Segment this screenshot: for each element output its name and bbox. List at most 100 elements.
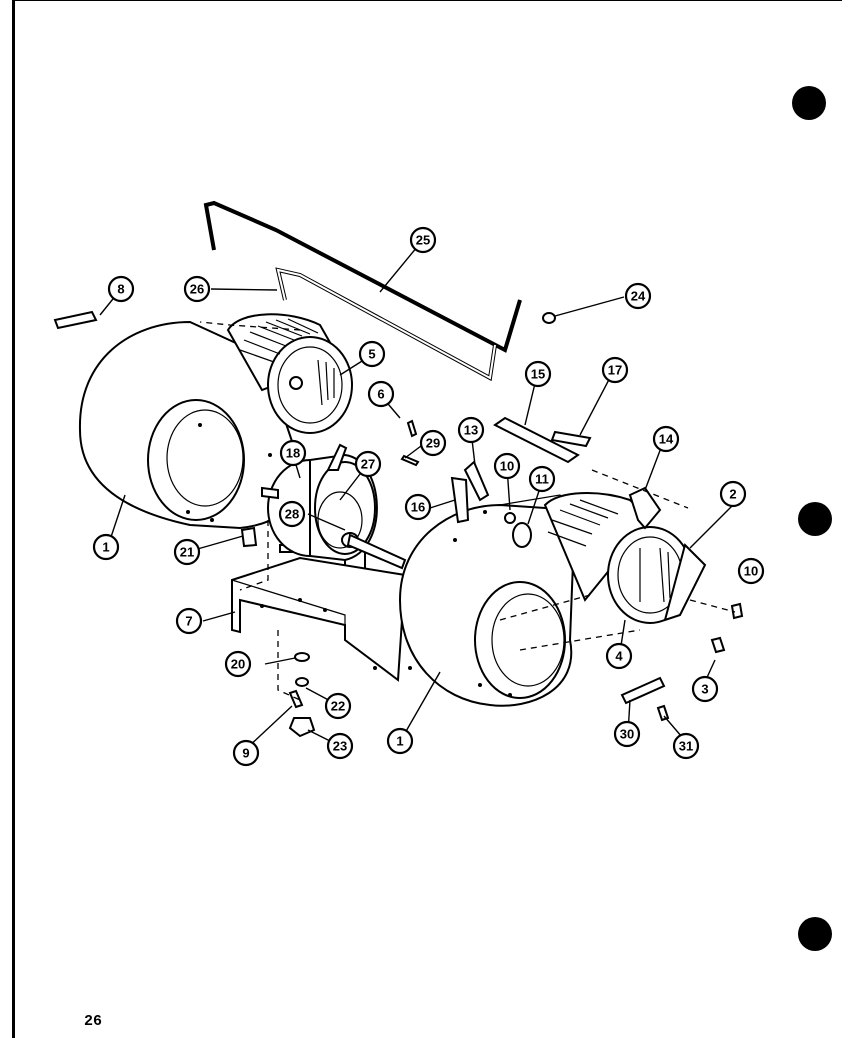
callout-17: 17 [601, 356, 629, 384]
svg-text:24: 24 [631, 289, 646, 304]
callout-21: 21 [173, 538, 201, 566]
svg-text:9: 9 [242, 746, 249, 761]
align-line-2 [277, 630, 301, 701]
blower-housing-left [78, 320, 307, 530]
blower-housing-right [373, 494, 581, 707]
callout-29: 29 [419, 429, 447, 457]
callout-20: 20 [224, 650, 252, 678]
page-number: 26 [84, 1013, 103, 1030]
svg-text:14: 14 [659, 432, 674, 447]
callout-5: 5 [358, 340, 386, 368]
svg-text:26: 26 [190, 282, 204, 297]
mounting-base-7 [231, 556, 407, 682]
panel-14 [628, 486, 662, 530]
callout-26: 26 [183, 275, 211, 303]
align-line-5 [689, 599, 736, 613]
washer-22 [295, 677, 309, 687]
svg-text:27: 27 [361, 457, 375, 472]
svg-text:5: 5 [368, 347, 375, 362]
motor-assembly [261, 443, 407, 604]
callout-1-right: 1 [386, 727, 414, 755]
screw-10 [730, 602, 744, 620]
svg-text:18: 18 [286, 446, 300, 461]
bracket-16 [450, 476, 470, 524]
clip-11 [512, 522, 532, 548]
callout-18: 18 [279, 439, 307, 467]
callout-27: 27 [354, 450, 382, 478]
svg-text:29: 29 [426, 436, 440, 451]
callout-13: 13 [457, 416, 485, 444]
blower-wheel-left [226, 313, 353, 434]
bracket-30 [620, 676, 666, 705]
bracket-15 [493, 416, 580, 464]
svg-text:30: 30 [620, 727, 634, 742]
nut-23 [288, 717, 316, 738]
callout-11: 11 [528, 465, 556, 493]
callout-25: 25 [409, 226, 437, 254]
screw-31 [656, 704, 670, 722]
washer-20 [294, 652, 310, 662]
bolt-21 [240, 526, 258, 548]
svg-text:10: 10 [744, 564, 758, 579]
svg-text:10: 10 [500, 459, 514, 474]
svg-text:4: 4 [615, 649, 623, 664]
callout-14: 14 [652, 425, 680, 453]
callout-31: 31 [672, 732, 700, 760]
blower-wheel-right [543, 492, 707, 624]
align-line-6 [199, 321, 301, 331]
svg-text:2: 2 [729, 487, 736, 502]
svg-text:16: 16 [411, 500, 425, 515]
bracket-8 [53, 310, 98, 330]
callout-2: 2 [719, 480, 747, 508]
callout-30: 30 [613, 720, 641, 748]
rod-26 [275, 267, 497, 382]
callout-16: 16 [404, 493, 432, 521]
nut-10 [504, 512, 516, 524]
svg-text:11: 11 [535, 472, 549, 487]
callout-1-left: 1 [92, 533, 120, 561]
callout-3: 3 [691, 675, 719, 703]
screw-6 [406, 419, 418, 438]
svg-text:1: 1 [396, 734, 403, 749]
binder-hole-middle [798, 502, 832, 536]
align-line-1 [239, 520, 269, 591]
callout-8: 8 [107, 275, 135, 303]
align-line-4 [499, 594, 641, 651]
callout-7: 7 [175, 607, 203, 635]
svg-text:31: 31 [679, 739, 693, 754]
pin-29 [400, 454, 420, 467]
callout-6: 6 [367, 380, 395, 408]
rod-25 [203, 200, 522, 353]
callout-10-right: 10 [737, 557, 765, 585]
svg-text:3: 3 [701, 682, 708, 697]
binder-hole-bottom [798, 917, 832, 951]
strip-17 [550, 430, 592, 448]
callout-4: 4 [605, 642, 633, 670]
page-border [12, 0, 842, 1038]
bolt-9 [288, 689, 304, 709]
callout-9: 9 [232, 739, 260, 767]
svg-text:21: 21 [180, 545, 194, 560]
rod-end-cap-24 [542, 312, 556, 324]
svg-text:17: 17 [608, 363, 622, 378]
callout-23: 23 [326, 732, 354, 760]
spring-13 [463, 460, 490, 502]
svg-text:6: 6 [377, 387, 384, 402]
callout-24: 24 [624, 282, 652, 310]
svg-text:13: 13 [464, 423, 478, 438]
svg-text:22: 22 [331, 699, 345, 714]
svg-text:15: 15 [531, 367, 545, 382]
screw-3 [710, 636, 726, 654]
svg-text:23: 23 [333, 739, 347, 754]
svg-text:20: 20 [231, 657, 245, 672]
callout-10-top: 10 [493, 452, 521, 480]
callout-22: 22 [324, 692, 352, 720]
svg-text:7: 7 [185, 614, 192, 629]
binder-hole-top [792, 86, 826, 120]
svg-text:25: 25 [416, 233, 430, 248]
svg-text:1: 1 [102, 540, 109, 555]
callout-28: 28 [278, 500, 306, 528]
svg-text:8: 8 [117, 282, 124, 297]
